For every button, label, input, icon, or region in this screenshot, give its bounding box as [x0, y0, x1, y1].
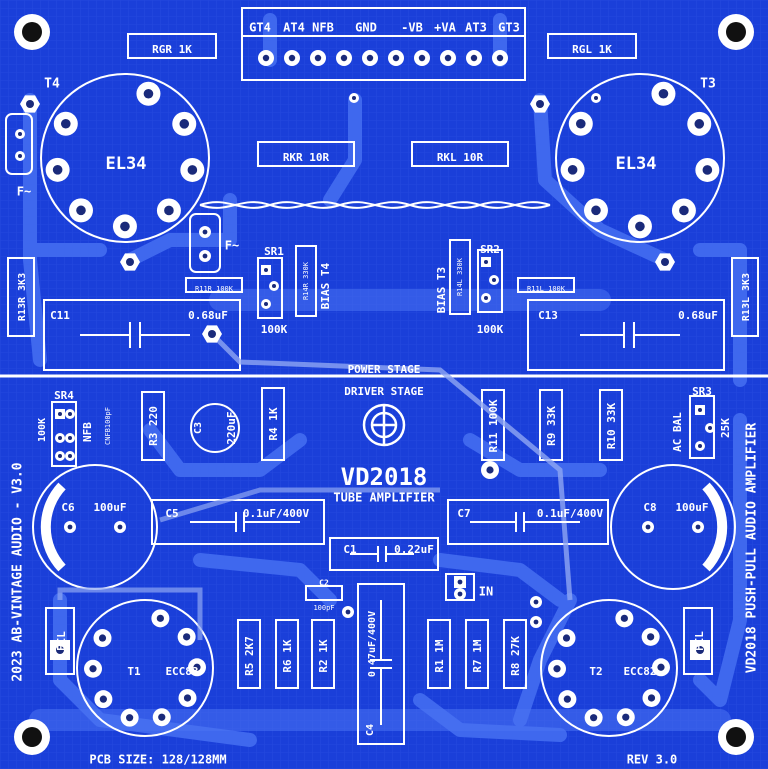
silk-label-c11: C11	[50, 309, 70, 322]
silk-label-r13l: R13L 3K3	[741, 273, 752, 321]
silk-label-c3: C3	[193, 422, 204, 434]
silk-label-c2: C2	[319, 579, 329, 588]
silk-label-r5: R5 2K7	[243, 636, 256, 676]
silk-label-bias-t3: BIAS T3	[435, 267, 448, 313]
silk-label-r7: R7 1M	[471, 639, 484, 672]
silk-label-title: VD2018	[341, 463, 428, 491]
silk-label-r4: R4 1K	[267, 407, 280, 440]
silk-label-rgl: RGL 1K	[572, 43, 612, 56]
silk-label-c1: C1	[343, 543, 357, 556]
silk-label-r6: R6 1K	[281, 639, 294, 672]
silk-label-c13: C13	[538, 309, 558, 322]
silk-label-4: -VB	[401, 21, 423, 35]
silk-label-r14l: R14L 330K	[456, 257, 464, 296]
silk-label-uf100: 100uF	[675, 501, 708, 514]
silk-label-fil: FIL	[693, 631, 706, 651]
silk-label-bias-t4: BIAS T4	[319, 262, 332, 309]
silk-label-ecc82: ECC82	[623, 665, 656, 678]
silk-label-k100: 100K	[477, 323, 504, 336]
silk-label-right-edge-text: VD2018 PUSH-PULL AUDIO AMPLIFIER	[745, 423, 760, 674]
silk-label-k25: 25K	[719, 418, 732, 438]
silk-label-section-power: POWER STAGE	[348, 363, 421, 376]
silk-label-uf100: 100uF	[93, 501, 126, 514]
mounting-holes	[14, 14, 754, 755]
silk-label-cnfb: CNFB100pF	[104, 407, 112, 445]
silk-label-fil: FIL	[55, 631, 68, 651]
silk-label-uf068: 0.68uF	[678, 309, 718, 322]
silk-label-ecc83: ECC83	[165, 665, 198, 678]
silk-label-r11l: R11L 100K	[527, 285, 566, 293]
silk-label-c8: C8	[643, 501, 656, 514]
silk-label-c3v: 220uF	[225, 411, 238, 444]
silk-label-r2: R2 1K	[317, 639, 330, 672]
silk-label-k100: 100K	[261, 323, 288, 336]
silk-label-left-edge-text: 2023 AB-VINTAGE AUDIO - V3.0	[11, 462, 26, 681]
silk-label-2: NFB	[312, 21, 334, 35]
silk-label-f2: F~	[225, 239, 239, 253]
silkscreen-outlines	[0, 7, 768, 745]
silk-label-rgr: RGR 1K	[152, 43, 192, 56]
silk-label-c4: C4	[365, 724, 376, 736]
silk-label-r14r: R14R 330K	[302, 261, 310, 300]
silk-label-t2: T2	[589, 665, 602, 678]
silk-label-t3: T3	[700, 77, 716, 92]
silk-label-uf047: 0.47uF/400V	[367, 611, 378, 677]
silk-label-sr2: SR2	[480, 243, 500, 256]
silk-label-r13r: R13R 3K3	[17, 273, 28, 321]
silk-label-sr4: SR4	[54, 389, 74, 402]
silk-label-r11r: R11R 100K	[195, 285, 234, 293]
silk-label-3: GND	[355, 21, 377, 35]
silk-label-uf022: 0.22uF	[394, 543, 434, 556]
silk-label-pcb-size: PCB SIZE: 128/128MM	[89, 753, 226, 767]
silk-label-r8: R8 27K	[509, 636, 522, 676]
silk-label-k100: 100K	[37, 418, 48, 442]
silk-label-uf01: 0.1uF/400V	[243, 507, 310, 520]
tube-logo	[362, 403, 406, 447]
silk-label-uf01: 0.1uF/400V	[537, 507, 604, 520]
silk-label-revision: REV 3.0	[627, 753, 678, 767]
silk-label-r11: R11 100K	[487, 399, 500, 452]
silk-label-nfb: NFB	[81, 422, 94, 442]
silk-label-subtitle: TUBE AMPLIFIER	[333, 491, 435, 505]
silk-label-c6: C6	[61, 501, 75, 514]
silk-label-6: AT3	[465, 21, 487, 35]
silk-label-ac-bal: AC BAL	[671, 412, 684, 452]
silk-label-r9: R9 33K	[545, 406, 558, 446]
silk-label-r3: R3 220	[147, 406, 160, 446]
silk-label-1: AT4	[283, 21, 305, 35]
silk-label-f1: F~	[17, 185, 31, 199]
silk-label-c7: C7	[457, 507, 470, 520]
silk-label-c5: C5	[165, 507, 178, 520]
solder-pads	[15, 50, 720, 727]
silk-label-r10: R10 33K	[605, 402, 618, 449]
silk-label-t1: T1	[127, 665, 141, 678]
silk-label-rkl: RKL 10R	[437, 151, 484, 164]
silk-label-in: IN	[479, 585, 493, 599]
silk-label-el34: EL34	[616, 154, 657, 174]
silk-label-sr3: SR3	[692, 385, 712, 398]
silk-label-pf100: 100pF	[313, 604, 334, 612]
silk-label-r1: R1 1M	[433, 639, 446, 672]
silk-label-7: GT3	[498, 21, 520, 35]
silk-label-uf068: 0.68uF	[188, 309, 228, 322]
capacitor-symbols	[80, 322, 680, 725]
silk-label-section-driver: DRIVER STAGE	[344, 385, 423, 398]
silk-label-0: GT4	[249, 21, 271, 35]
silk-label-t4: T4	[44, 77, 60, 92]
silk-label-sr1: SR1	[264, 245, 284, 258]
silk-label-el34: EL34	[106, 154, 147, 174]
silk-label-5: +VA	[434, 21, 456, 35]
silk-label-rkr: RKR 10R	[283, 151, 330, 164]
